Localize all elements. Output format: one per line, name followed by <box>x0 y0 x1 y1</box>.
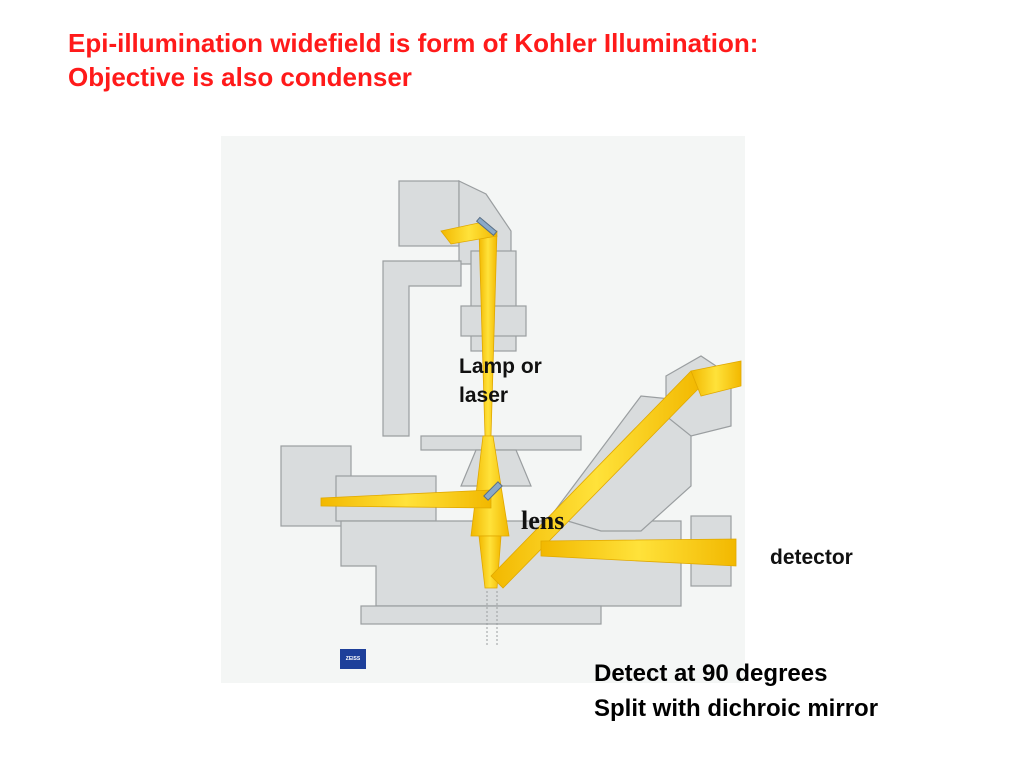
horizontal-illumination-beam <box>320 489 492 509</box>
eyepiece-beam <box>690 360 742 397</box>
upper-mirror <box>475 216 498 237</box>
lamp-label: Lamp or laser <box>459 352 542 410</box>
lamp-label-line-2: laser <box>459 384 509 407</box>
microscope-drawing <box>280 180 742 646</box>
lamp-label-line-1: Lamp or <box>459 355 542 378</box>
dichroic-mirror <box>483 481 503 501</box>
microscope-arm <box>382 260 462 437</box>
upper-lamp-cone <box>440 221 498 245</box>
detector-label: detector <box>770 546 853 569</box>
stage <box>420 435 582 451</box>
notes: Detect at 90 degrees Split with dichroic… <box>594 656 878 726</box>
zeiss-logo: ZEISS <box>340 649 366 669</box>
lens-label: lens <box>521 506 565 535</box>
slide-title: Epi-illumination widefield is form of Ko… <box>68 26 758 94</box>
base <box>360 605 602 625</box>
title-line-1: Epi-illumination widefield is form of Ko… <box>68 28 759 58</box>
title-line-2: Objective is also condenser <box>68 62 412 92</box>
note-line-2: Split with dichroic mirror <box>594 695 879 722</box>
detector-beam <box>540 538 737 567</box>
note-line-1: Detect at 90 degrees <box>594 660 828 687</box>
microscope-diagram <box>221 136 745 683</box>
